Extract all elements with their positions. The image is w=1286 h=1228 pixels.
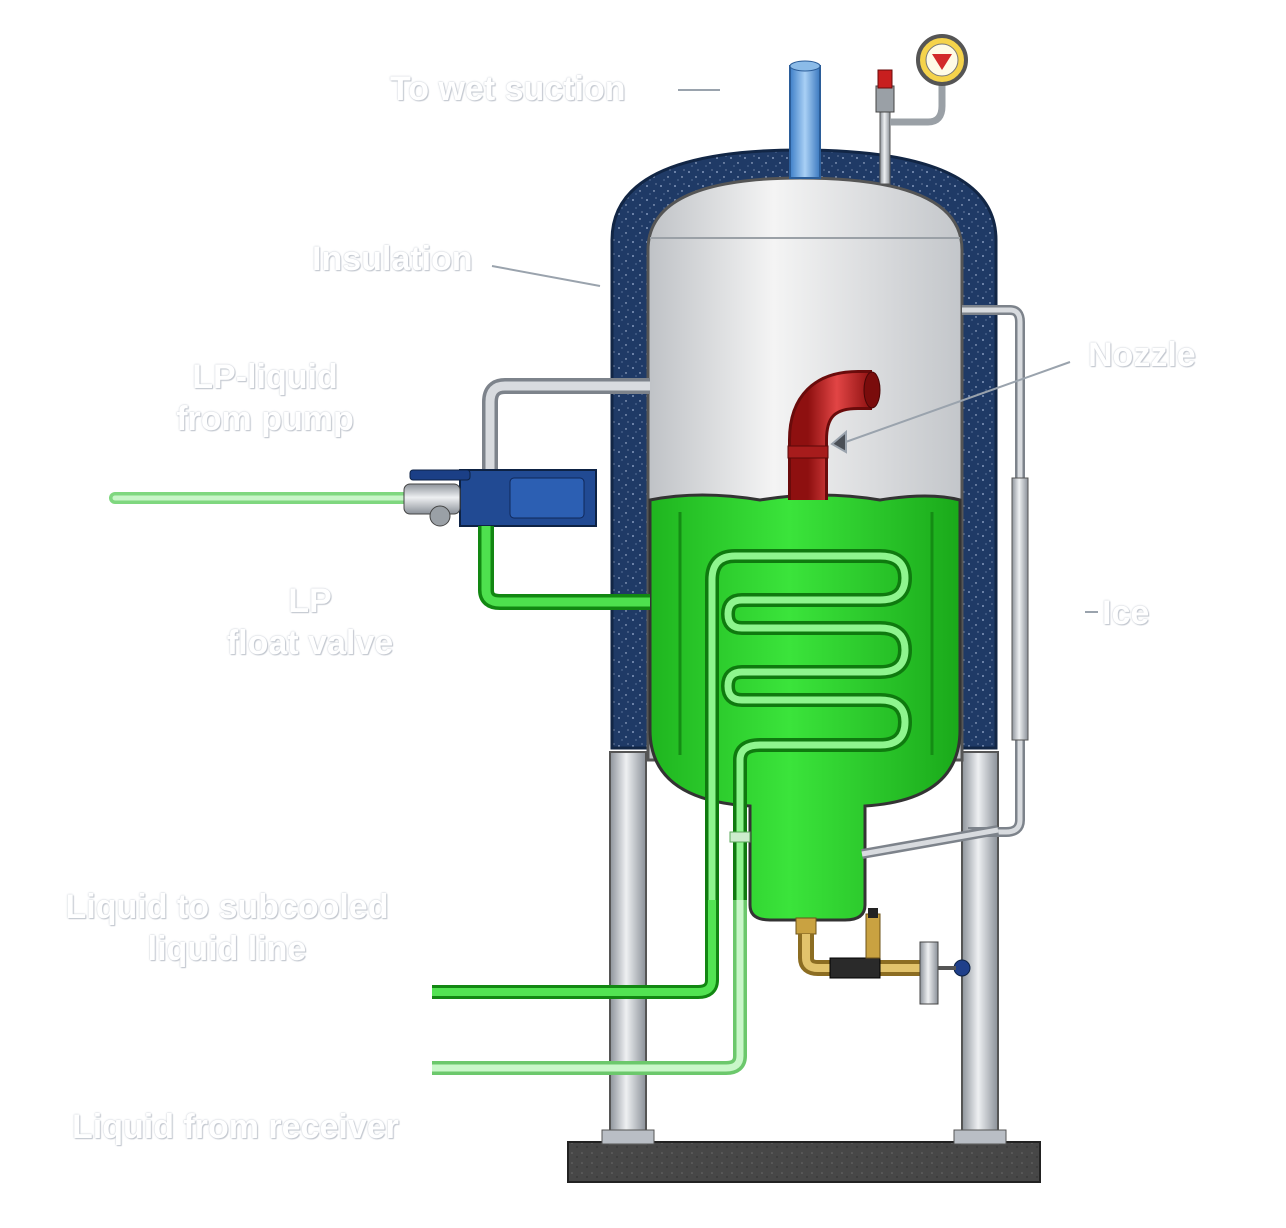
nozzle-pipe xyxy=(787,370,881,500)
label-nozzle: Nozzle xyxy=(1088,336,1196,374)
label-lp-float-line2: float valve xyxy=(226,624,394,662)
label-ice: Ice xyxy=(1102,594,1150,632)
safety-valve-icon xyxy=(875,69,946,185)
lp-float-valve xyxy=(459,469,650,610)
ball-valve-icon xyxy=(109,469,471,527)
base-plinth xyxy=(567,1141,1041,1183)
label-receiver: Liquid from receiver xyxy=(72,1108,399,1146)
label-lp-float-line1: LP xyxy=(288,582,332,620)
support-legs xyxy=(601,751,1007,1145)
label-lp-liquid: LP-liquid from pump xyxy=(170,356,360,440)
receiver-liquid-line xyxy=(432,831,751,1075)
ice-level-tube xyxy=(861,305,1029,859)
lp-liquid-pipe xyxy=(482,378,650,472)
label-insulation: Insulation xyxy=(312,240,473,278)
label-subcooled-line2: liquid line xyxy=(147,930,307,968)
pressure-gauge-icon xyxy=(916,34,968,86)
leader-lines xyxy=(491,89,1098,613)
label-lp-liquid-line1: LP-liquid xyxy=(192,358,338,396)
label-subcooled: Liquid to subcooled liquid line xyxy=(64,886,390,970)
label-wet-suction: To wet suction xyxy=(390,70,626,108)
heat-exchange-coil xyxy=(705,549,913,907)
label-lp-liquid-line2: from pump xyxy=(176,400,354,438)
label-subcooled-line1: Liquid to subcooled xyxy=(65,888,389,926)
drain-valve-icon xyxy=(795,908,971,1005)
subcooled-liquid-line xyxy=(432,900,719,999)
label-lp-float: LP float valve xyxy=(215,580,405,664)
wet-suction-pipe xyxy=(789,60,821,179)
